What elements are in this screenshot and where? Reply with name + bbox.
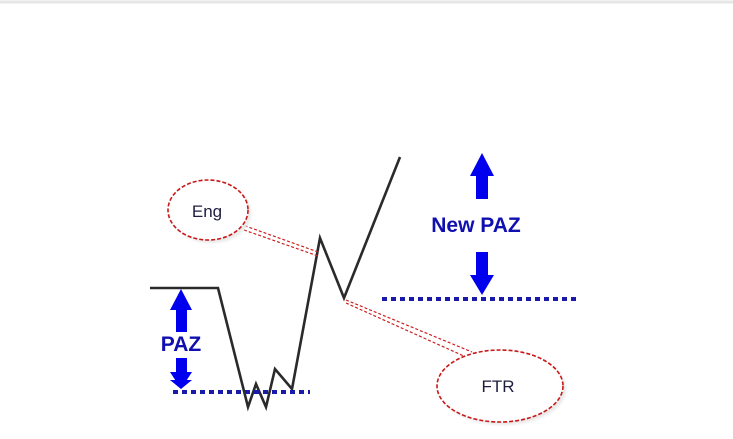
ftr-callout: FTR <box>436 349 566 425</box>
arrow-up-icon <box>170 289 192 332</box>
new-paz-label: New PAZ <box>431 214 521 237</box>
eng-label: Eng <box>192 202 222 221</box>
paz-label: PAZ <box>161 333 202 356</box>
eng-callout: Eng <box>167 179 251 243</box>
arrow-down-icon <box>470 252 494 295</box>
eng-leader <box>239 223 319 257</box>
arrow-up-icon <box>470 153 494 199</box>
ftr-leader <box>345 299 473 358</box>
ftr-label: FTR <box>481 377 514 396</box>
price-line <box>150 156 402 412</box>
arrow-down-icon <box>170 358 192 389</box>
